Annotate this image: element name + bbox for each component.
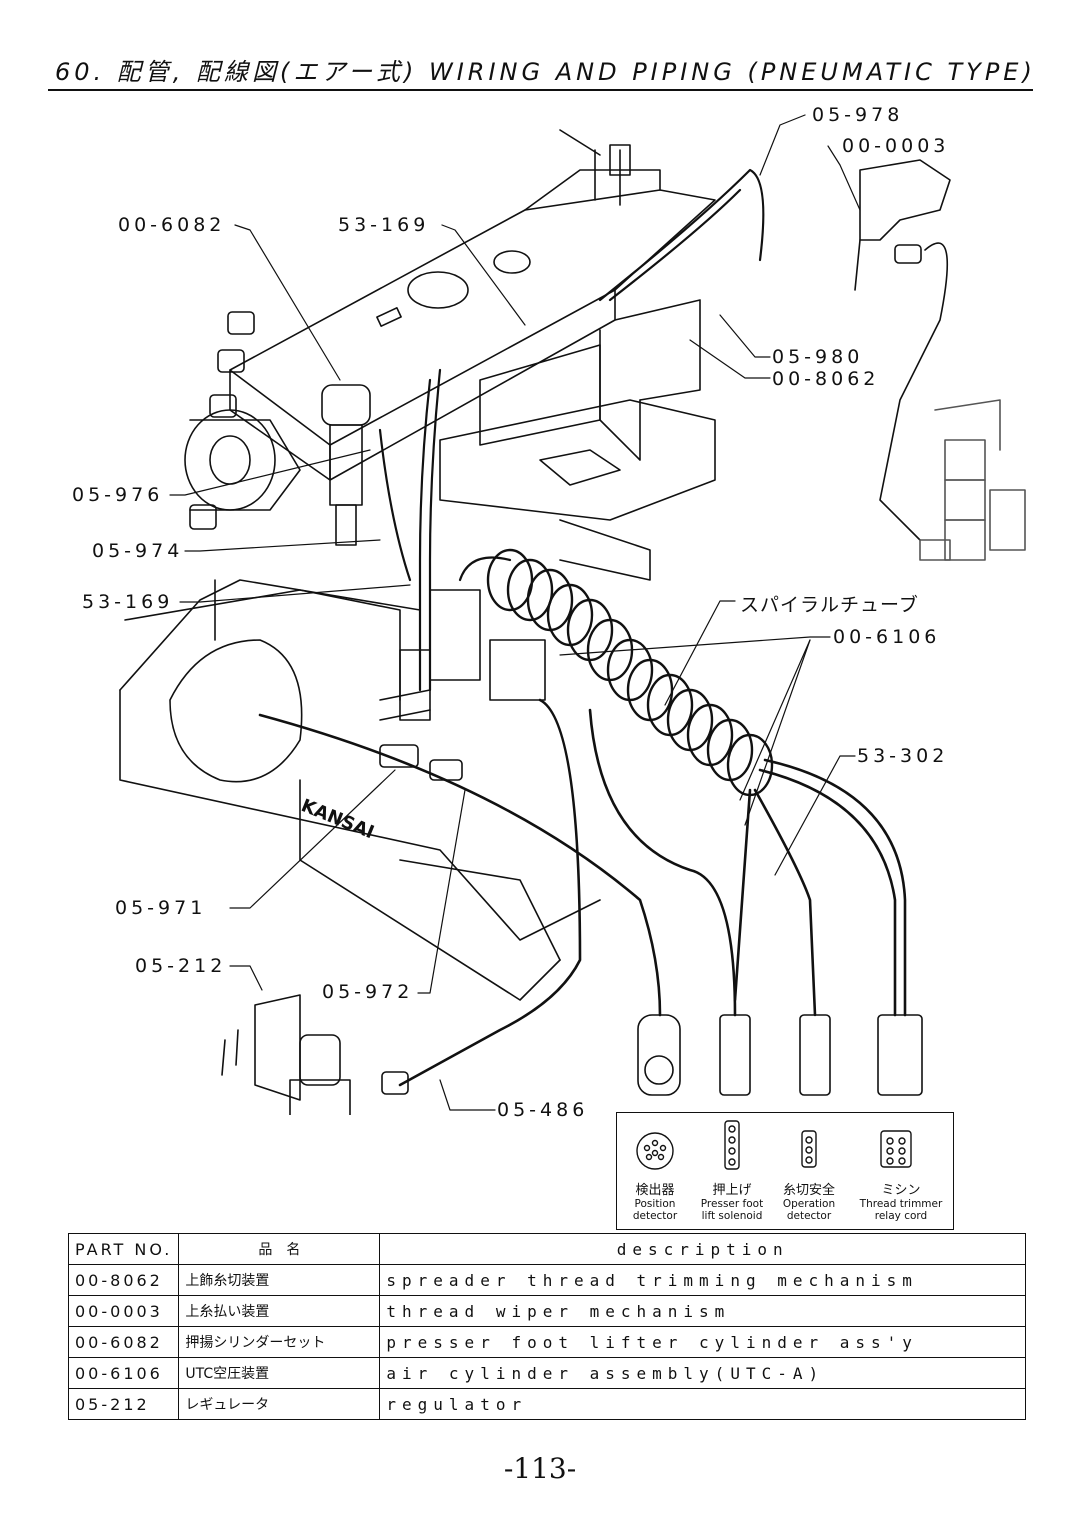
description-cell: presser foot lifter cylinder ass'y [379,1326,1026,1358]
part-no-cell: 00-0003 [67,1295,180,1327]
regulator-drawing [221,994,409,1115]
name-jp-cell: UTC空圧装置 [178,1357,381,1389]
callout-05-974: 05-974 [92,540,184,562]
wiring-piping-drawing: KANSAI [119,114,1026,1115]
callout-spiral-tube: スパイラルチューブ [740,594,919,616]
description-cell: air cylinder assembly(UTC-A) [379,1357,1026,1389]
callout-53-169-mid: 53-169 [82,591,174,613]
tension-knobs [189,311,255,530]
part-no-cell: 00-6106 [67,1357,180,1389]
cables [258,698,907,1087]
parts-table: PART NO. 品 名 description 00-8062 上飾糸切装置 … [67,1233,1026,1420]
thread-wiper-drawing [854,159,951,541]
page-title: 60. 配管, 配線図(エアー式) WIRING AND PIPING (PNE… [55,58,1036,86]
part-no-cell: 00-8062 [67,1264,180,1296]
page-number: -113- [503,1452,577,1485]
legend-connector-icons [636,1120,912,1170]
description-cell: regulator [379,1388,1026,1420]
table-row: 00-6082 押揚シリンダーセット presser foot lifter c… [67,1326,1026,1358]
table-row: 00-6106 UTC空圧装置 air cylinder assembly(UT… [67,1357,1026,1389]
callout-05-971: 05-971 [115,897,207,919]
callout-05-976: 05-976 [72,484,164,506]
part-no-cell: 05-212 [67,1388,180,1420]
header-description: description [379,1233,1026,1265]
table-row: 00-8062 上飾糸切装置 spreader thread trimming … [67,1264,1026,1296]
part-no-cell: 00-6082 [67,1326,180,1358]
callout-05-978: 05-978 [812,104,904,126]
callout-00-6082: 00-6082 [118,214,226,236]
callout-00-8062: 00-8062 [772,368,880,390]
spiral-tube [486,548,774,797]
callout-53-302: 53-302 [857,745,949,767]
description-cell: spreader thread trimming mechanism [379,1264,1026,1296]
description-cell: thread wiper mechanism [379,1295,1026,1327]
leader-lines [169,114,861,1111]
title-divider [48,89,1033,91]
header-part-no: PART NO. [67,1233,180,1265]
callout-05-972: 05-972 [322,981,414,1003]
table-header-row: PART NO. 品 名 description [67,1233,1026,1265]
valve-block-drawing [919,399,1026,561]
callout-05-486: 05-486 [497,1099,589,1121]
table-row: 00-0003 上糸払い装置 thread wiper mechanism [67,1295,1026,1327]
brand-logo: KANSAI [298,795,377,843]
callout-00-6106: 00-6106 [833,626,941,648]
name-jp-cell: レギュレータ [178,1388,381,1420]
table-row: 05-212 レギュレータ regulator [67,1388,1026,1420]
callout-00-0003: 00-0003 [842,135,950,157]
callout-05-212: 05-212 [135,955,227,977]
header-name-jp: 品 名 [178,1233,381,1265]
name-jp-cell: 上糸払い装置 [178,1295,381,1327]
air-tubes [378,168,765,692]
name-jp-cell: 押揚シリンダーセット [178,1326,381,1358]
callout-53-169-top: 53-169 [338,214,430,236]
callout-05-980: 05-980 [772,346,864,368]
name-jp-cell: 上飾糸切装置 [178,1264,381,1296]
connectors [637,1014,923,1096]
